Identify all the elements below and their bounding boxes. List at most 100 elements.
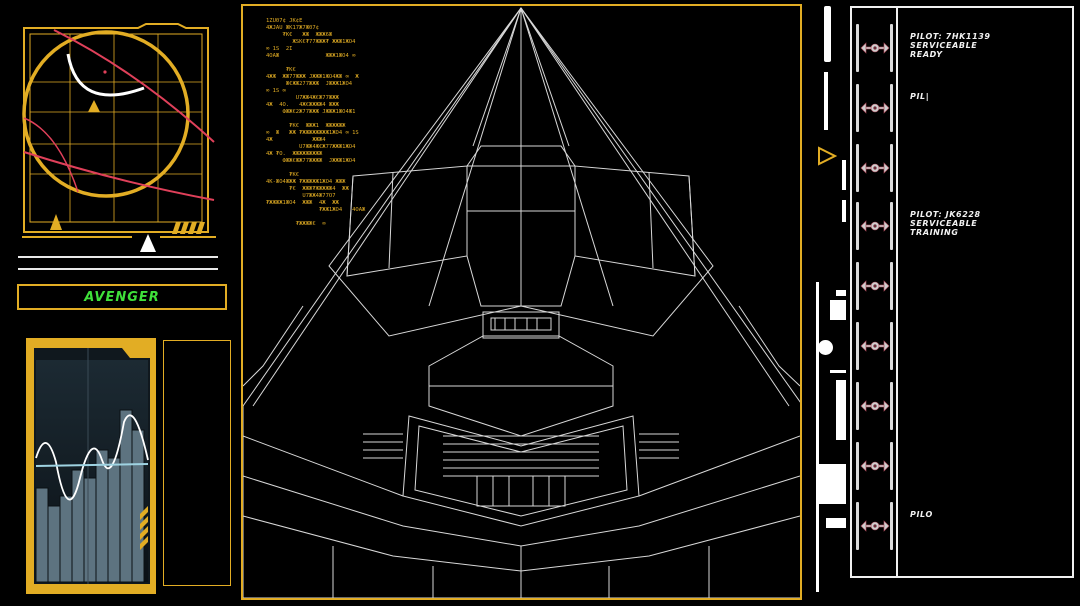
tie-fighter-icon — [860, 42, 890, 54]
slot-bracket-left — [856, 24, 859, 72]
slot-bracket-right — [890, 502, 893, 550]
readout-line: Ж€ЖЖ277ЖЖЖ JЖЖЖ1ЖО4 — [266, 81, 353, 87]
slot-bracket-right — [890, 442, 893, 490]
strip-bar-4 — [842, 200, 846, 222]
pilot-status-line: PILO — [910, 510, 933, 519]
slot-bracket-left — [856, 382, 859, 430]
slot-bracket-left — [856, 442, 859, 490]
readout-line: 4ОАЖ ЖЖЖ1ЖО4 ∞ — [266, 53, 356, 59]
tie-fighter-icon — [860, 162, 890, 174]
roster-slot-5[interactable] — [852, 256, 896, 316]
tie-fighter-icon — [860, 460, 890, 472]
strip-bar-6 — [836, 290, 846, 296]
readout-line: ∞ Ж ЖЖ ₮ЖЖЖЖЖЖЖЖ1ЖО4 ∞ 1S — [266, 130, 359, 136]
tie-fighter-icon — [860, 520, 890, 532]
readout-line: ФЖЖ€ЖЖ77ЖЖЖЖ JЖЖЖ1ЖО4 — [266, 158, 356, 164]
readout-line — [266, 165, 386, 172]
slot-bracket-right — [890, 382, 893, 430]
play-triangle-icon — [140, 234, 156, 252]
roster-slot-1[interactable] — [852, 18, 896, 78]
signal-graphic — [26, 338, 156, 594]
roster-slot-9[interactable] — [852, 496, 896, 556]
slot-bracket-right — [890, 262, 893, 310]
empty-status-panel — [163, 340, 231, 586]
readout-line: 4Ж ₮О. ЖЖЖЖЖЖЖЖЖ — [266, 151, 323, 157]
readout-line — [266, 60, 386, 67]
slot-bracket-left — [856, 262, 859, 310]
roster-slot-8[interactable] — [852, 436, 896, 496]
readout-line: ₮€ ЖЖЖ₮ЖЖЖЖЖ4 ЖЖ — [266, 186, 349, 192]
tie-fighter-icon — [860, 400, 890, 412]
readout-line: 4ЖЖ ЖЖ77ЖЖЖ JЖЖЖ1ЖО4ЖЖ ∞ Ж — [266, 74, 359, 80]
readout-line — [266, 116, 386, 123]
readout-line: 4К-ЖО4ЖЖЖ ₮ЖЖЖЖЖ1ЖО4 ЖЖЖ — [266, 179, 346, 185]
schematic-frame — [241, 4, 804, 600]
readout-line: ЖSK€₮77ЖЖЖ₮ ЖЖЖ1ЖО4 — [266, 39, 356, 45]
strip-bar-3 — [842, 160, 846, 190]
slot-bracket-right — [890, 322, 893, 370]
slot-bracket-left — [856, 202, 859, 250]
roster-slot-2[interactable] — [852, 78, 896, 138]
tie-fighter-icon — [860, 220, 890, 232]
strip-bar-5 — [816, 282, 819, 592]
strip-bar-2 — [824, 72, 828, 130]
slot-bracket-right — [890, 202, 893, 250]
readout-line — [266, 214, 386, 221]
roster-slot-6[interactable] — [852, 316, 896, 376]
tie-fighter-icon — [860, 340, 890, 352]
readout-line: 4ЖJAU ЖК17Ж7Ж07¢ — [266, 25, 319, 31]
radar-divider-2 — [160, 236, 216, 238]
roster-divider — [896, 8, 898, 576]
readout-line: ₮ЖЖЖЖ1ЖО4 ЖЖЖ 4Ж ЖЖ — [266, 200, 339, 206]
slot-bracket-left — [856, 502, 859, 550]
readout-line: ₮K€ ЖЖЖ1 ЖЖЖЖЖЖ — [266, 123, 346, 129]
readout-line: ₮ЖЖ1ЖО4 4ОАЖ — [266, 207, 366, 213]
readout-line: U7ЖЖ4Ж€Ж77ЖЖЖ — [266, 95, 339, 101]
radar-divider-4 — [18, 268, 218, 270]
readout-line: ∞ 1S ∞ — [266, 88, 286, 94]
pilot-status-line: READY — [910, 50, 943, 59]
pilot-status-line: PILOT: 7HK1139 — [910, 32, 991, 41]
strip-bar-1 — [824, 6, 831, 62]
slot-bracket-left — [856, 322, 859, 370]
tie-fighter-icon — [860, 280, 890, 292]
readout-line: ₮K€ — [266, 67, 296, 73]
strip-bar-8 — [830, 370, 846, 373]
readout-line: ФЖЖ€2Ж77ЖЖЖ JЖЖЖ1ЖО4Ж1 — [266, 109, 356, 115]
slot-bracket-left — [856, 84, 859, 132]
pilot-status-line: PIL| — [910, 92, 930, 101]
slot-bracket-left — [856, 144, 859, 192]
readout-line: ₮ЖЖЖЖ€ ∞ — [266, 221, 326, 227]
radar-graphic — [22, 23, 215, 234]
readout-line: U7ЖЖ4Ж77О7 — [266, 193, 336, 199]
radar-divider-3 — [18, 256, 218, 258]
strip-bar-7 — [830, 300, 846, 320]
readout-line: ₮K€ ЖЖ ЖЖЖ6Ж — [266, 32, 333, 38]
pilot-status-line: PILOT: JK6228 — [910, 210, 981, 219]
status-dot — [818, 340, 833, 355]
readout-line: 4Ж ЖЖЖ4 — [266, 137, 326, 143]
strip-bar-9 — [836, 380, 846, 440]
readout-line: U7ЖЖ4Ж€Ж77ЖЖЖ1ЖО4 — [266, 144, 356, 150]
signal-panel — [26, 338, 158, 594]
slot-bracket-right — [890, 84, 893, 132]
roster-slot-7[interactable] — [852, 376, 896, 436]
pilot-status-line: SERVICEABLE — [910, 41, 978, 50]
strip-bar-11 — [826, 518, 846, 528]
pilot-status-line: TRAINING — [910, 228, 959, 237]
ship-name-box: AVENGER — [17, 284, 227, 310]
readout-line: 4Ж 4О. 4Ж€ЖЖЖЖ4 ЖЖЖ — [266, 102, 339, 108]
pilot-status-2: PIL| — [910, 92, 929, 101]
readout-line: ₮K€ — [266, 172, 300, 178]
pilot-status-line: SERVICEABLE — [910, 219, 978, 228]
targeting-radar — [18, 22, 218, 242]
roster-slot-3[interactable] — [852, 138, 896, 198]
slot-bracket-right — [890, 24, 893, 72]
strip-bar-10 — [816, 464, 846, 504]
pilot-status-9: PILO — [910, 510, 933, 519]
roster-slot-4[interactable] — [852, 196, 896, 256]
